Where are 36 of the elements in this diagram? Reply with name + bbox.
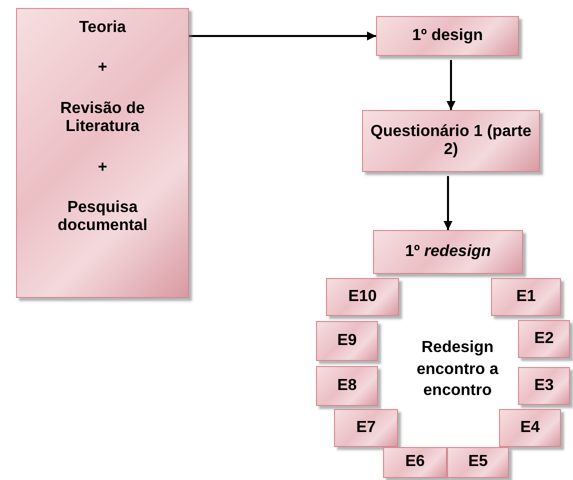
- process-box: [316, 321, 378, 361]
- process-box: [316, 366, 378, 406]
- process-box: [362, 110, 540, 172]
- box-label: Pesquisa documental: [56, 198, 148, 236]
- box-label: E4: [520, 418, 540, 438]
- box-label: E3: [534, 376, 554, 396]
- box-label: Revisão de Literatura: [59, 100, 146, 137]
- arrow: [444, 176, 452, 230]
- process-box: [16, 8, 189, 298]
- box-label: Teoria: [79, 19, 126, 38]
- process-box: [334, 409, 398, 447]
- box-label: +: [98, 158, 108, 177]
- box-label: E8: [337, 376, 357, 396]
- process-box: [518, 320, 570, 358]
- box-label: E5: [468, 453, 488, 472]
- process-box: [373, 230, 523, 274]
- box-label: 1º design: [412, 26, 483, 46]
- process-box: [376, 16, 519, 56]
- process-box: [447, 447, 509, 478]
- arrow: [189, 32, 376, 40]
- box-label: E2: [534, 330, 554, 348]
- box-label: 1º redesign: [405, 242, 491, 262]
- box-label: E1: [516, 288, 536, 306]
- process-box: [518, 367, 570, 405]
- box-label: E9: [337, 332, 357, 350]
- process-box: [491, 278, 561, 316]
- box-label: E10: [348, 288, 377, 306]
- box-label: E6: [405, 453, 425, 472]
- process-box: [383, 447, 447, 478]
- process-box: [499, 409, 561, 447]
- process-box: [326, 278, 399, 316]
- center-label: Redesign encontro a encontro: [416, 338, 500, 402]
- box-label: E7: [356, 418, 376, 438]
- arrow: [446, 60, 456, 110]
- box-label: Questionário 1 (parte 2): [370, 122, 532, 160]
- box-label: +: [98, 59, 108, 78]
